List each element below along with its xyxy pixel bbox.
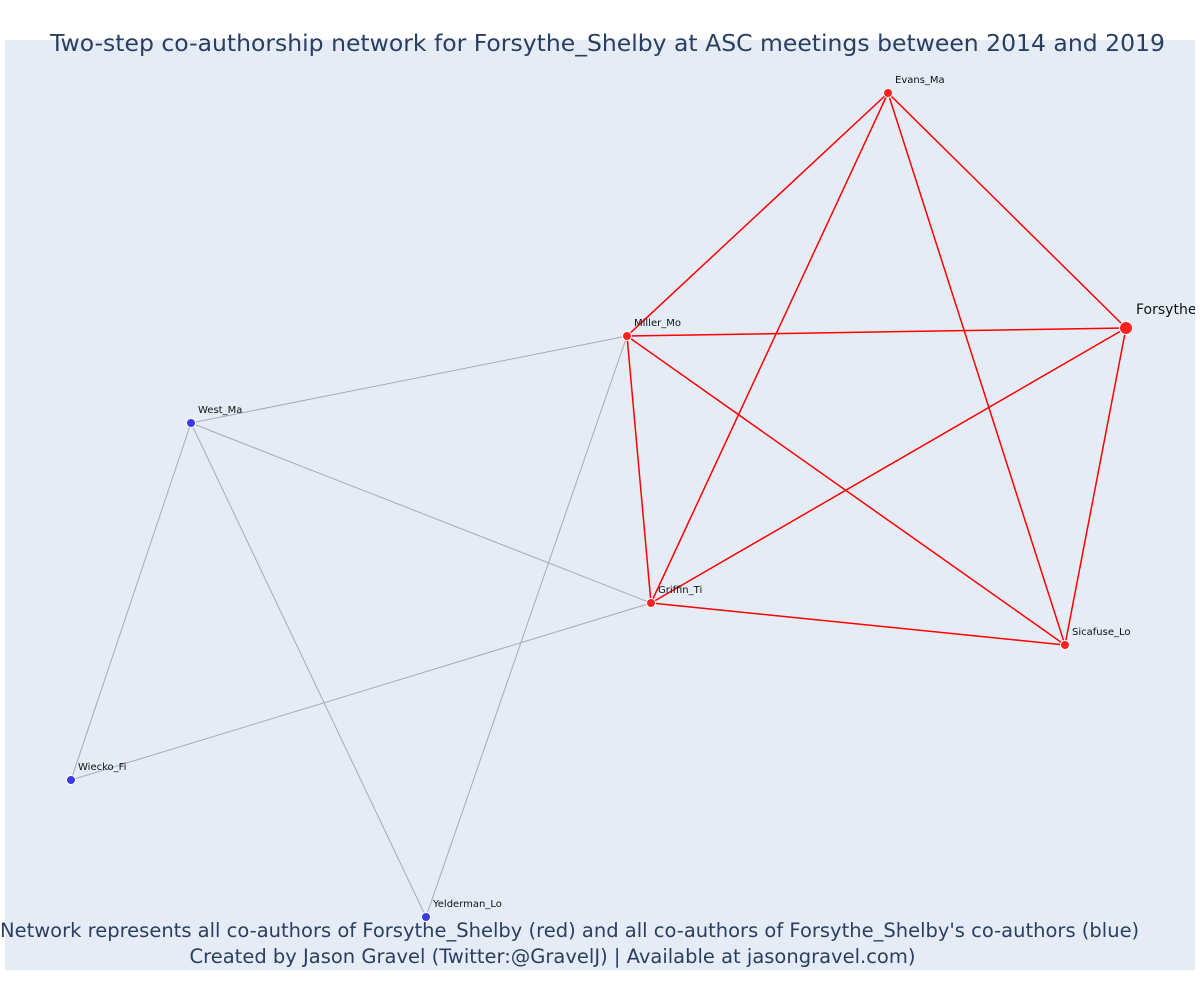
edge-West_Ma-Yelderman_Lo — [190, 422, 427, 918]
node-Griffin_Ti[interactable] — [646, 598, 656, 608]
node-layer: Forsythe_Shelby Evans_MaMiller_MoGriffin_… — [66, 75, 1200, 922]
node-label-Griffin_Ti: Griffin_Ti — [658, 585, 702, 596]
edge-Miller_Mo-Griffin_Ti — [626, 335, 652, 604]
node-label-Yelderman_Lo: Yelderman_Lo — [432, 899, 502, 910]
node-label-Miller_Mo: Miller_Mo — [634, 318, 681, 329]
chart-title: Two-step co-authorship network for Forsy… — [50, 29, 1165, 57]
caption: Network represents all co-authors of For… — [0, 918, 1140, 970]
node-label-Evans_Ma: Evans_Ma — [895, 75, 945, 86]
node-Forsythe_Shelby[interactable] — [1119, 321, 1133, 335]
node-label-Sicafuse_Lo: Sicafuse_Lo — [1072, 627, 1131, 638]
node-label-Forsythe_Shelby: Forsythe_Shelby — [1136, 302, 1200, 318]
node-label-Wiecko_Fi: Wiecko_Fi — [78, 762, 126, 773]
edge-Forsythe_Shelby-Griffin_Ti — [650, 327, 1127, 604]
edge-Evans_Ma-Griffin_Ti — [650, 92, 889, 604]
node-Miller_Mo[interactable] — [622, 331, 632, 341]
edge-West_Ma-Miller_Mo — [190, 335, 628, 424]
edge-Miller_Mo-Forsythe_Shelby — [626, 327, 1127, 337]
edge-Evans_Ma-Miller_Mo — [626, 92, 889, 337]
node-Sicafuse_Lo[interactable] — [1060, 640, 1070, 650]
node-Wiecko_Fi[interactable] — [66, 775, 76, 785]
node-Evans_Ma[interactable] — [883, 88, 893, 98]
edge-Yelderman_Lo-Miller_Mo — [425, 335, 628, 918]
plot-area — [5, 40, 1195, 970]
caption-line-2: Created by Jason Gravel (Twitter:@Gravel… — [189, 945, 916, 968]
edge-West_Ma-Wiecko_Fi — [70, 422, 192, 781]
edge-West_Ma-Griffin_Ti — [190, 422, 652, 604]
node-West_Ma[interactable] — [186, 418, 196, 428]
node-Yelderman_Lo[interactable] — [421, 912, 431, 922]
node-label-West_Ma: West_Ma — [198, 405, 242, 416]
edge-Forsythe_Shelby-Sicafuse_Lo — [1064, 327, 1127, 646]
edge-Evans_Ma-Sicafuse_Lo — [887, 92, 1066, 646]
caption-line-1: Network represents all co-authors of For… — [0, 919, 1140, 942]
edge-Griffin_Ti-Sicafuse_Lo — [650, 602, 1066, 646]
edge-Evans_Ma-Forsythe_Shelby — [887, 92, 1127, 329]
edge-layer — [70, 92, 1127, 918]
edge-Wiecko_Fi-Griffin_Ti — [70, 602, 652, 781]
